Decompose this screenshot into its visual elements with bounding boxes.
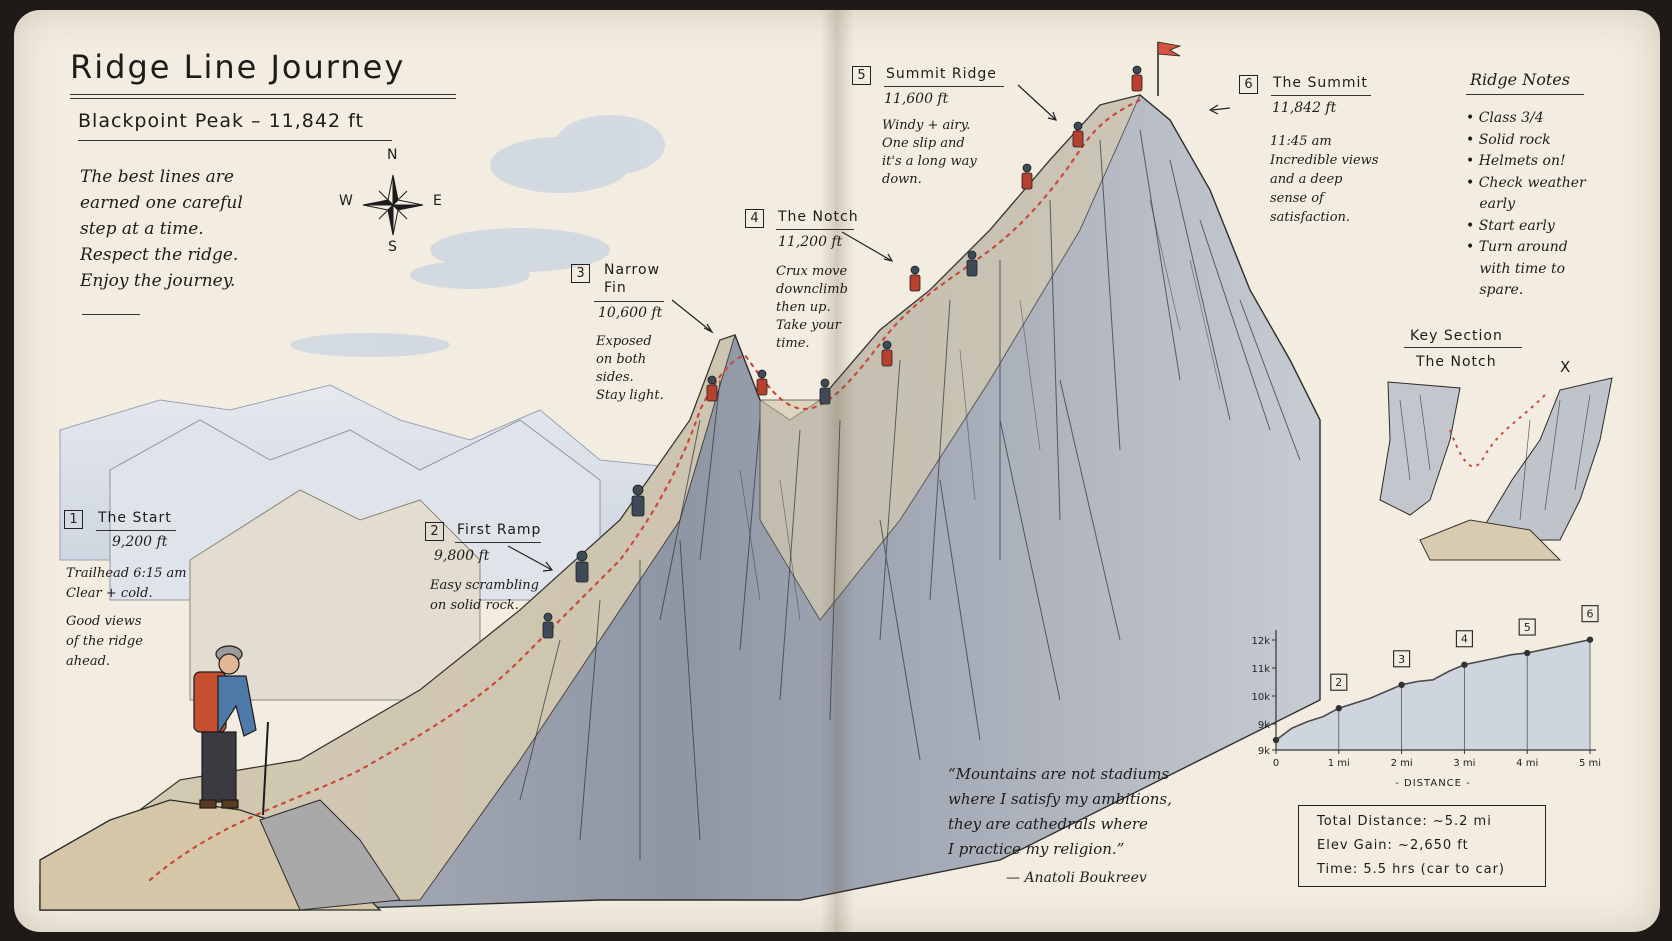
waypoint-6-number: 6 (1239, 75, 1258, 94)
clouds (290, 115, 665, 357)
waypoint-4-underline (776, 229, 854, 231)
compass-s: S (388, 239, 397, 255)
chart-marker-label: 4 (1461, 633, 1468, 646)
chart-x-label: - DISTANCE - (1395, 778, 1471, 789)
waypoint-2-number: 2 (425, 522, 444, 541)
summit-flag (1157, 41, 1182, 96)
chart-y-tick-label: 11k (1251, 664, 1270, 675)
ridge-notes-list: • Class 3/4 • Solid rock • Helmets on! •… (1466, 110, 1586, 298)
chart-y-tick-label: 9k (1258, 720, 1270, 731)
chart-marker-label: 6 (1587, 608, 1594, 621)
waypoint-2-elevation: 9,800 ft (434, 548, 490, 564)
waypoint-4-name: The Notch (778, 209, 859, 225)
chart-marker-box (1581, 605, 1599, 623)
chart-y-tick-label: 9k (1258, 746, 1270, 757)
title-underline-2 (70, 98, 456, 100)
chart-marker-dot (1524, 649, 1531, 657)
chart-start-dot (1272, 736, 1280, 744)
waypoint-1-name: The Start (98, 510, 172, 526)
waypoint-5-name: Summit Ridge (886, 66, 997, 82)
chart-x-tick-label: 0 (1273, 758, 1279, 769)
key-section-title: Key Section (1410, 328, 1503, 344)
compass-w: W (339, 193, 353, 209)
elevation-chart: 0 1 mi 2 mi 3 mi 4 mi 5 mi 9k 9k 10k 11k 12k - DIST… (1251, 605, 1601, 789)
stat-time: Time: 5.5 hrs (car to car) (1317, 862, 1505, 877)
chart-x-tick-label: 4 mi (1516, 758, 1538, 769)
waypoint-4-number: 4 (745, 209, 764, 228)
chart-marker-dot (1586, 636, 1594, 643)
chart-marker-dot (1398, 681, 1405, 689)
page-title: Ridge Line Journey (70, 48, 406, 86)
waypoint-1-number: 1 (64, 510, 83, 529)
ridge-notes-underline (1466, 94, 1584, 96)
climbers (542, 65, 1143, 639)
ridge-notes-title: Ridge Notes (1470, 70, 1570, 89)
chart-y-tick-label: 12k (1251, 636, 1270, 647)
waypoint-3-number: 3 (571, 264, 590, 283)
waypoint-4-elevation: 11,200 ft (778, 234, 843, 250)
chart-marker-box (1518, 618, 1536, 636)
chart-y-tick-label: 10k (1251, 692, 1270, 703)
compass-e: E (433, 193, 442, 209)
waypoint-3-elevation: 10,600 ft (598, 305, 663, 321)
notch-sketch (1379, 377, 1613, 561)
chart-marker-box (1455, 630, 1473, 648)
book-spine (820, 10, 854, 932)
waypoint-5-elevation: 11,600 ft (884, 91, 949, 107)
chart-marker-label: 2 (1335, 676, 1342, 689)
chart-marker-box (1330, 673, 1348, 691)
key-section-summit-mark: X (1560, 358, 1571, 376)
chart-marker-box (1393, 650, 1411, 668)
hiker-figure (193, 645, 269, 816)
waypoint-3-underline (594, 301, 664, 303)
waypoint-6-elevation: 11,842 ft (1272, 100, 1337, 116)
stat-gain: Elev Gain: ~2,650 ft (1317, 838, 1469, 853)
chart-marker-label: 3 (1398, 653, 1405, 666)
chart-x-tick-label: 2 mi (1391, 758, 1413, 769)
waypoint-5-number: 5 (852, 66, 871, 85)
quote-author: — Anatoli Boukreev (1006, 870, 1147, 886)
page-subtitle: Blackpoint Peak – 11,842 ft (78, 110, 364, 132)
title-underline (70, 94, 456, 96)
chart-line (1275, 638, 1591, 741)
waypoint-1-elevation: 9,200 ft (112, 534, 168, 550)
waypoint-2-name: First Ramp (457, 522, 542, 538)
waypoint-6-underline (1271, 95, 1371, 97)
main-ridge (39, 94, 1321, 911)
waypoint-2-underline (455, 542, 541, 544)
distant-range (59, 384, 701, 701)
stats-box: Total Distance: ~5.2 mi Elev Gain: ~2,65… (1298, 805, 1546, 887)
waypoint-1-underline (96, 530, 176, 532)
waypoint-5-underline (884, 86, 1004, 88)
stat-distance: Total Distance: ~5.2 mi (1317, 814, 1492, 829)
subtitle-underline (78, 140, 392, 142)
key-section-underline (1404, 347, 1522, 349)
intro-divider (82, 314, 140, 316)
waypoint-6-name: The Summit (1273, 75, 1368, 91)
waypoint-3-name-line2: Fin (604, 280, 627, 296)
chart-x-tick-label: 1 mi (1328, 758, 1350, 769)
chart-marker-dot (1461, 661, 1468, 668)
compass-rose-icon (362, 174, 424, 236)
callout-arrows (507, 84, 1231, 572)
compass-n: N (387, 147, 398, 163)
chart-area-fill (1276, 639, 1590, 750)
chart-x-tick-label: 5 mi (1579, 758, 1601, 769)
chart-x-tick-label: 3 mi (1453, 758, 1475, 769)
chart-marker-label: 5 (1524, 621, 1531, 634)
waypoint-3-name: Narrow (604, 262, 661, 278)
key-section-subtitle: The Notch (1416, 354, 1497, 370)
chart-marker-dot (1335, 705, 1343, 712)
